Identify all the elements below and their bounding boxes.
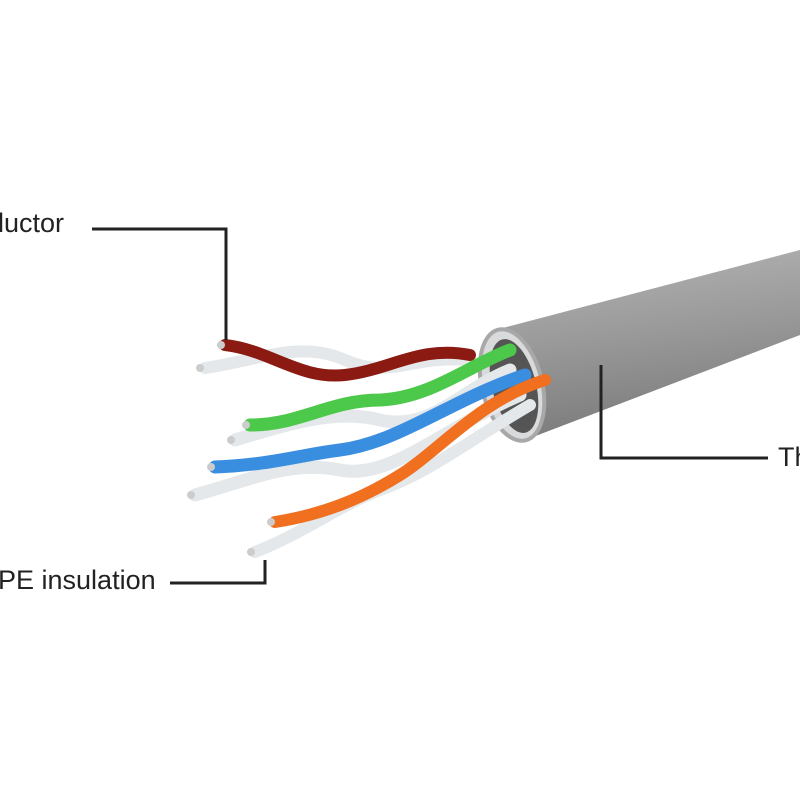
green-wire	[243, 343, 517, 432]
blue-wire	[208, 368, 532, 474]
conductor-tips	[187, 341, 275, 556]
jacket-leader-line	[599, 365, 768, 460]
insulation-label: PE insulation	[0, 565, 156, 595]
conductor-leader-line	[92, 227, 228, 340]
jacket-label: Th	[778, 442, 800, 472]
conductor-label: luctor	[0, 208, 65, 238]
insulation-leader-line	[170, 560, 267, 585]
brown-wire	[219, 339, 476, 382]
orange-wire	[269, 374, 551, 528]
brown-white-wire	[199, 345, 476, 374]
cable-jacket	[495, 250, 800, 440]
